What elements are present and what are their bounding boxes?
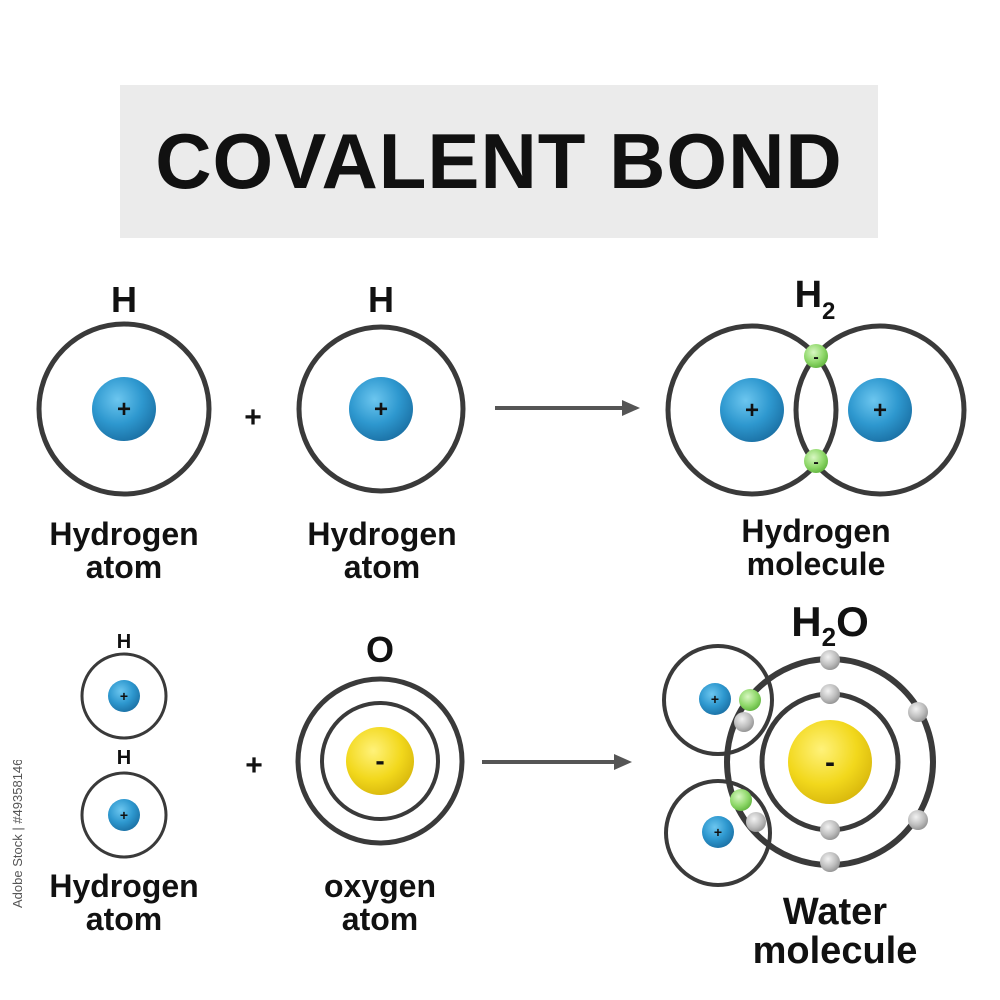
- nucleus-charge: +: [120, 688, 128, 704]
- watermark-text: Adobe Stock | #493581468: [10, 760, 25, 908]
- oxygen-atom-label: oxygen atom: [323, 868, 437, 937]
- oxygen-electron: [820, 852, 840, 872]
- nucleus-charge: -: [375, 745, 384, 776]
- oxygen-electron: [820, 650, 840, 670]
- shared-electron: [739, 689, 761, 711]
- proton-nucleus: [702, 816, 734, 848]
- hydrogen-atoms-label: Hydrogen atom: [49, 868, 199, 937]
- hydrogen-molecule-label: Hydrogen molecule: [741, 513, 891, 582]
- electron-shell: [80, 771, 168, 859]
- page-title: COVALENT BOND: [155, 117, 843, 205]
- oxygen-electron: [746, 812, 766, 832]
- hydrogen-atom-2: + H: [296, 279, 466, 494]
- hydrogen-atom-small-top: H +: [80, 631, 168, 740]
- nucleus-charge: +: [873, 397, 887, 424]
- proton-nucleus: [699, 683, 731, 715]
- electron-charge: -: [813, 349, 818, 366]
- nucleus-charge: +: [117, 396, 131, 423]
- electron-shell: [80, 652, 168, 740]
- oxygen-electron: [820, 820, 840, 840]
- hydrogen-shell: [664, 779, 772, 887]
- hydrogen-molecule: + + - - H2: [665, 274, 967, 497]
- electron-shell: [296, 324, 466, 494]
- shared-electron: [730, 789, 752, 811]
- electron-shell: [793, 323, 967, 497]
- reaction-arrow: [495, 400, 640, 416]
- electron-shell: [36, 321, 212, 497]
- atom-symbol: H: [111, 279, 137, 320]
- proton-nucleus: [848, 378, 912, 442]
- proton-nucleus: [720, 378, 784, 442]
- proton-nucleus: [108, 799, 140, 831]
- electron-shell: [665, 323, 839, 497]
- shared-electron: [804, 449, 828, 473]
- oxygen-nucleus: [346, 727, 414, 795]
- hydrogen-atom-2-label: Hydrogen atom: [307, 516, 457, 585]
- hydrogen-atom-small-bottom: H +: [80, 747, 168, 859]
- nucleus-charge: +: [714, 824, 722, 840]
- oxygen-electron: [908, 702, 928, 722]
- atom-symbol: H: [117, 631, 131, 653]
- nucleus-charge: +: [120, 807, 128, 823]
- proton-nucleus: [108, 680, 140, 712]
- molecule-formula: H2O: [791, 598, 868, 652]
- atom-symbol: O: [366, 629, 394, 670]
- molecule-formula: H2: [795, 274, 836, 325]
- proton-nucleus: [349, 377, 413, 441]
- plus-sign: +: [245, 749, 263, 782]
- formula-subscript: 2: [822, 298, 835, 325]
- electron-charge: -: [813, 454, 818, 471]
- nucleus-charge: +: [745, 397, 759, 424]
- oxygen-electron: [908, 810, 928, 830]
- formula-subscript: 2: [822, 622, 836, 652]
- hydrogen-shell: [662, 644, 774, 756]
- outer-electron-shell: [295, 676, 465, 846]
- title-banner: COVALENT BOND: [120, 85, 878, 238]
- atom-symbol: H: [117, 747, 131, 769]
- oxygen-nucleus: [788, 720, 872, 804]
- nucleus-charge: +: [711, 691, 719, 707]
- oxygen-electron: [734, 712, 754, 732]
- plus-sign: +: [244, 401, 262, 434]
- proton-nucleus: [92, 377, 156, 441]
- formula-main: H: [795, 274, 822, 316]
- hydrogen-atom-1-label: Hydrogen atom: [49, 516, 199, 585]
- reaction-arrow: [482, 754, 632, 770]
- formula-tail: O: [836, 598, 869, 645]
- oxygen-atom: O -: [295, 629, 465, 846]
- water-molecule: - + + H2O: [662, 598, 936, 887]
- nucleus-charge: -: [825, 746, 835, 779]
- oxygen-electron: [820, 684, 840, 704]
- water-molecule-label: Water molecule: [752, 891, 918, 972]
- nucleus-charge: +: [374, 396, 388, 423]
- shared-electron: [804, 344, 828, 368]
- atom-symbol: H: [368, 279, 394, 320]
- hydrogen-atom-1: + H: [36, 279, 212, 497]
- stock-watermark: Adobe Stock | #493581468: [10, 760, 25, 908]
- formula-main: H: [791, 598, 821, 645]
- inner-electron-shell: [320, 701, 440, 821]
